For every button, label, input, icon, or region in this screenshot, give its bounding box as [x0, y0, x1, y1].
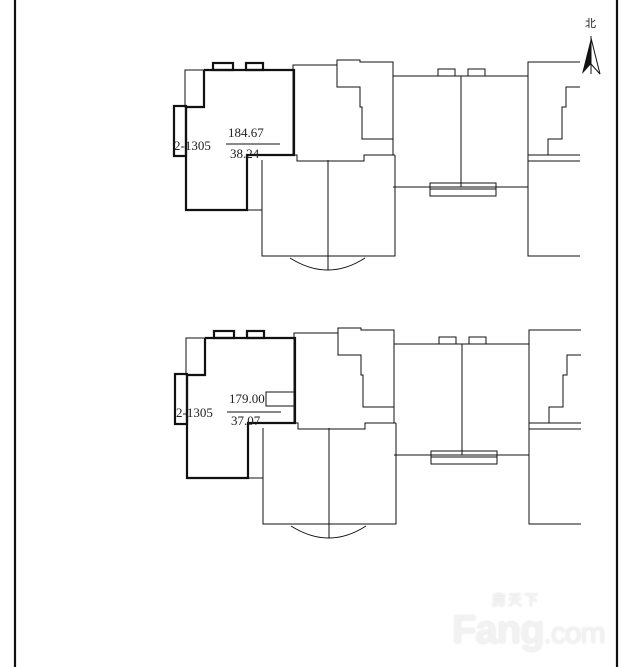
- floor-plan-bottom: 2-1305 179.00 37.07: [173, 326, 583, 540]
- svg-text:2-1305: 2-1305: [174, 138, 211, 153]
- watermark-cn: 房天下: [492, 592, 540, 608]
- svg-text:北: 北: [585, 17, 596, 30]
- watermark-logo: 房天下 Fang.com: [452, 592, 606, 656]
- svg-text:184.67: 184.67: [228, 125, 264, 140]
- svg-text:179.00: 179.00: [229, 391, 265, 406]
- north-arrow: 北: [582, 17, 601, 75]
- watermark-brand-line: Fang.com: [452, 608, 606, 656]
- svg-text:2-1305: 2-1305: [176, 405, 213, 420]
- floor-plan-top: 2-1305 184.67 38.24: [172, 58, 582, 272]
- svg-text:38.24: 38.24: [230, 146, 260, 161]
- watermark-brand: Fang: [452, 608, 545, 652]
- svg-text:37.07: 37.07: [231, 413, 261, 428]
- watermark-suffix: .com: [543, 617, 606, 650]
